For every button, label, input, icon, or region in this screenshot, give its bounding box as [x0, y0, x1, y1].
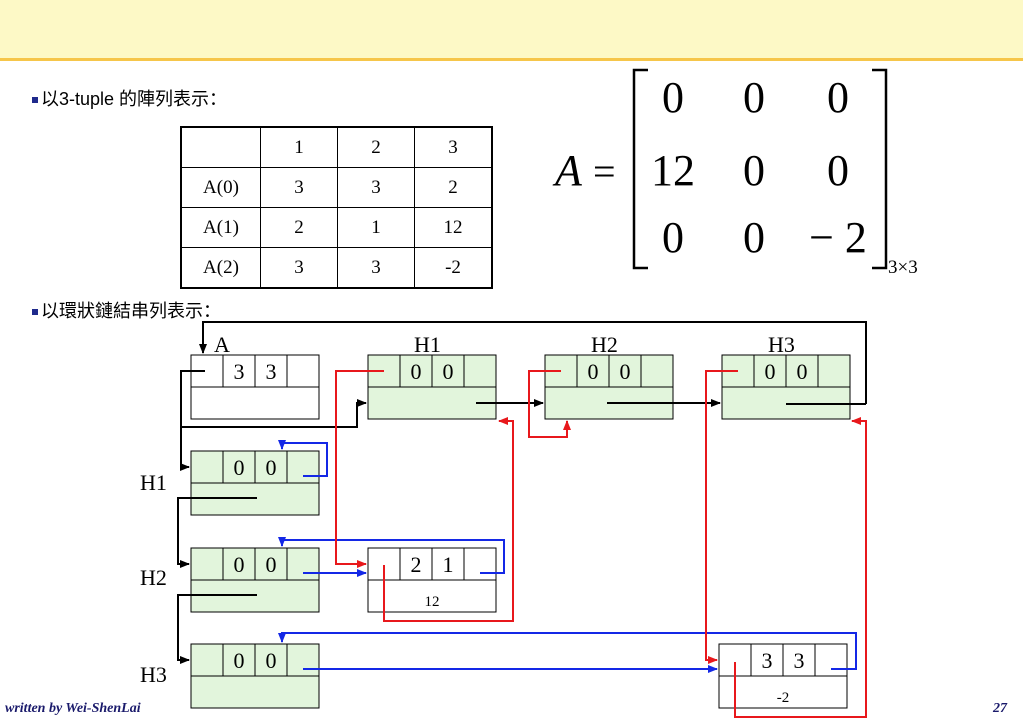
- table-cell: 3: [260, 167, 338, 208]
- row-header-node-h3: 0 0: [190, 643, 320, 709]
- table-cell: [180, 126, 261, 168]
- table-header-row: 1 2 3: [180, 126, 493, 168]
- matrix-name: A: [552, 146, 583, 195]
- row-header-node-h1: 0 0: [190, 450, 320, 516]
- link-entry12-to-row-h2: [278, 537, 505, 574]
- table-cell: 12: [414, 207, 493, 248]
- link-entry-neg2-to-row-h3: [278, 632, 857, 670]
- node-col: 0: [620, 359, 631, 384]
- tuple-table: 1 2 3 A(0) 3 3 2 A(1) 2 1 12 A(2) 3 3 -2: [180, 126, 493, 289]
- table-row: A(0) 3 3 2: [180, 167, 493, 208]
- matrix-cell: 0: [662, 73, 684, 122]
- node-row: 3: [234, 359, 245, 384]
- matrix-cell: 0: [827, 146, 849, 195]
- label-a: A: [214, 332, 230, 357]
- link-row-h2-to-h3: [177, 594, 257, 664]
- link-entry-neg2-to-col-h3: [734, 417, 867, 718]
- label-h3-side: H3: [140, 662, 167, 687]
- table-cell: 2: [260, 207, 338, 248]
- node-col: 0: [266, 455, 277, 480]
- link-entry12-to-col-h1: [383, 417, 514, 622]
- tuple-heading-text: 以3-tuple 的陣列表示：: [41, 89, 228, 109]
- table-cell: -2: [414, 247, 493, 289]
- table-cell: 3: [260, 247, 338, 289]
- node-value: -2: [777, 690, 790, 706]
- title-band: [0, 0, 1023, 61]
- column-header-node-h2: 0 0: [544, 354, 674, 420]
- link-col-h1-to-entry12: [335, 370, 384, 568]
- circular-heading: 以環狀鏈結串列表示：: [32, 297, 221, 323]
- matrix-right-bracket: [872, 68, 888, 270]
- node-col: 0: [266, 648, 277, 673]
- table-cell: A(2): [180, 247, 261, 289]
- tuple-heading: 以3-tuple 的陣列表示：: [32, 85, 227, 111]
- column-header-node-h3: 0 0: [721, 354, 851, 420]
- entry-node-12: 2 1 12: [367, 547, 497, 613]
- matrix-cell: 0: [743, 146, 765, 195]
- label-h1-top: H1: [414, 332, 441, 357]
- node-row: 3: [762, 648, 773, 673]
- table-row: A(1) 2 1 12: [180, 207, 493, 248]
- label-h1-side: H1: [140, 470, 167, 495]
- node-col: 0: [443, 359, 454, 384]
- label-h3-top: H3: [768, 332, 795, 357]
- column-header-node-h1: 0 0: [367, 354, 497, 420]
- page-number: 27: [993, 701, 1007, 716]
- table-cell: 1: [260, 126, 338, 168]
- matrix-cell: 0: [827, 73, 849, 122]
- matrix-cell: 0: [743, 73, 765, 122]
- matrix-left-bracket: [632, 68, 648, 270]
- author-credit: written by Wei-ShenLai: [5, 701, 141, 716]
- entry-node-neg2: 3 3 -2: [718, 643, 848, 709]
- link-head-to-col-h1: [181, 399, 367, 428]
- table-cell: 3: [337, 167, 415, 208]
- row-header-node-h2: 0 0: [190, 547, 320, 613]
- red-links: [335, 370, 867, 718]
- matrix-cell: − 2: [809, 213, 867, 262]
- table-cell: A(0): [180, 167, 261, 208]
- table-row: A(2) 3 3 -2: [180, 247, 493, 289]
- table-cell: 1: [337, 207, 415, 248]
- table-cell: 3: [337, 247, 415, 289]
- node-col: 1: [443, 552, 454, 577]
- circular-heading-text: 以環狀鏈結串列表示：: [41, 301, 221, 321]
- matrix-cell: 0: [662, 213, 684, 262]
- node-col: 3: [266, 359, 277, 384]
- bullet-icon: [32, 97, 38, 103]
- link-col-h2-self: [528, 370, 571, 438]
- matrix-cell: 12: [651, 146, 695, 195]
- matrix-display: A = 0 0 0 12 0 0 0 0 − 2 3×3: [552, 68, 918, 278]
- node-col: 0: [797, 359, 808, 384]
- label-h2-top: H2: [591, 332, 618, 357]
- node-row: 0: [588, 359, 599, 384]
- node-row: 0: [234, 455, 245, 480]
- table-cell: 3: [414, 126, 493, 168]
- node-row: 2: [411, 552, 422, 577]
- link-loop-to-head: [199, 321, 867, 404]
- node-col: 3: [794, 648, 805, 673]
- matrix-equals: =: [593, 149, 616, 194]
- link-head-to-h1: [180, 370, 205, 471]
- black-links: [177, 321, 867, 664]
- link-row-h1-to-h2: [177, 497, 257, 568]
- node-col: 0: [266, 552, 277, 577]
- node-value: 12: [425, 594, 440, 610]
- matrix-dimension: 3×3: [888, 257, 918, 278]
- node-row: 0: [765, 359, 776, 384]
- label-h2-side: H2: [140, 565, 167, 590]
- node-row: 0: [411, 359, 422, 384]
- link-col-h3-to-entry-neg2: [705, 370, 738, 664]
- node-row: 0: [234, 552, 245, 577]
- node-row: 0: [234, 648, 245, 673]
- link-row-h1-self: [278, 440, 328, 477]
- bullet-icon: [32, 309, 38, 315]
- head-node: 3 3: [190, 354, 320, 420]
- matrix-cell: 0: [743, 213, 765, 262]
- table-cell: A(1): [180, 207, 261, 248]
- blue-links: [278, 440, 857, 673]
